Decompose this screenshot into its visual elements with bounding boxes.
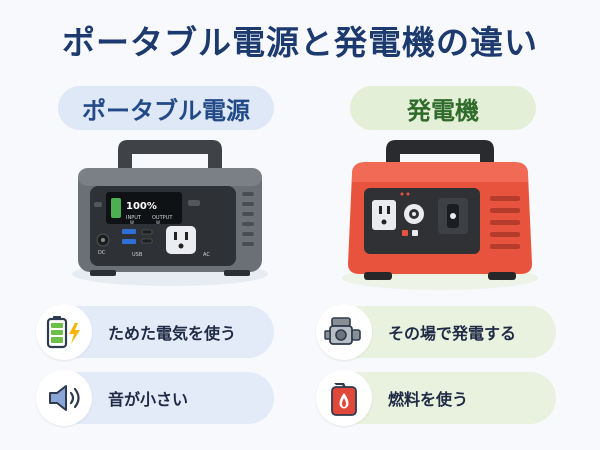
feature-generates-on-site: その場で発電する xyxy=(316,304,556,360)
lcd-input-unit: W xyxy=(130,220,134,225)
fuel-can-icon xyxy=(316,370,372,426)
lcd-output-unit: W xyxy=(156,220,160,225)
page-title: ポータブル電源と発電機の違い xyxy=(62,23,538,62)
feature-label: 音が小さい xyxy=(108,390,189,409)
feature-label: ためた電気を使う xyxy=(108,324,237,343)
feature-low-noise: 音が小さい xyxy=(36,370,274,426)
feature-uses-fuel: 燃料を使う xyxy=(316,370,556,426)
port-dc-label: DC xyxy=(98,250,106,256)
lcd-percent: 100% xyxy=(126,201,157,212)
battery-charging-icon xyxy=(36,304,92,360)
feature-stored-electricity: ためた電気を使う xyxy=(36,304,274,360)
port-usb-label: USB xyxy=(132,252,143,258)
speaker-low-volume-icon xyxy=(36,370,92,426)
lcd-input-label: INPUT xyxy=(126,215,142,221)
portable-power-heading: ポータブル電源 xyxy=(58,86,274,130)
feature-label: その場で発電する xyxy=(388,324,517,343)
generator-heading: 発電機 xyxy=(350,86,536,130)
engine-icon xyxy=(316,304,372,360)
portable-power-station-illustration: 100% INPUT OUTPUT W W DC USB AC xyxy=(72,140,268,286)
lcd-output-label: OUTPUT xyxy=(152,215,173,221)
feature-label: 燃料を使う xyxy=(388,390,469,409)
port-ac-label: AC xyxy=(203,252,210,258)
generator-illustration xyxy=(342,140,538,290)
